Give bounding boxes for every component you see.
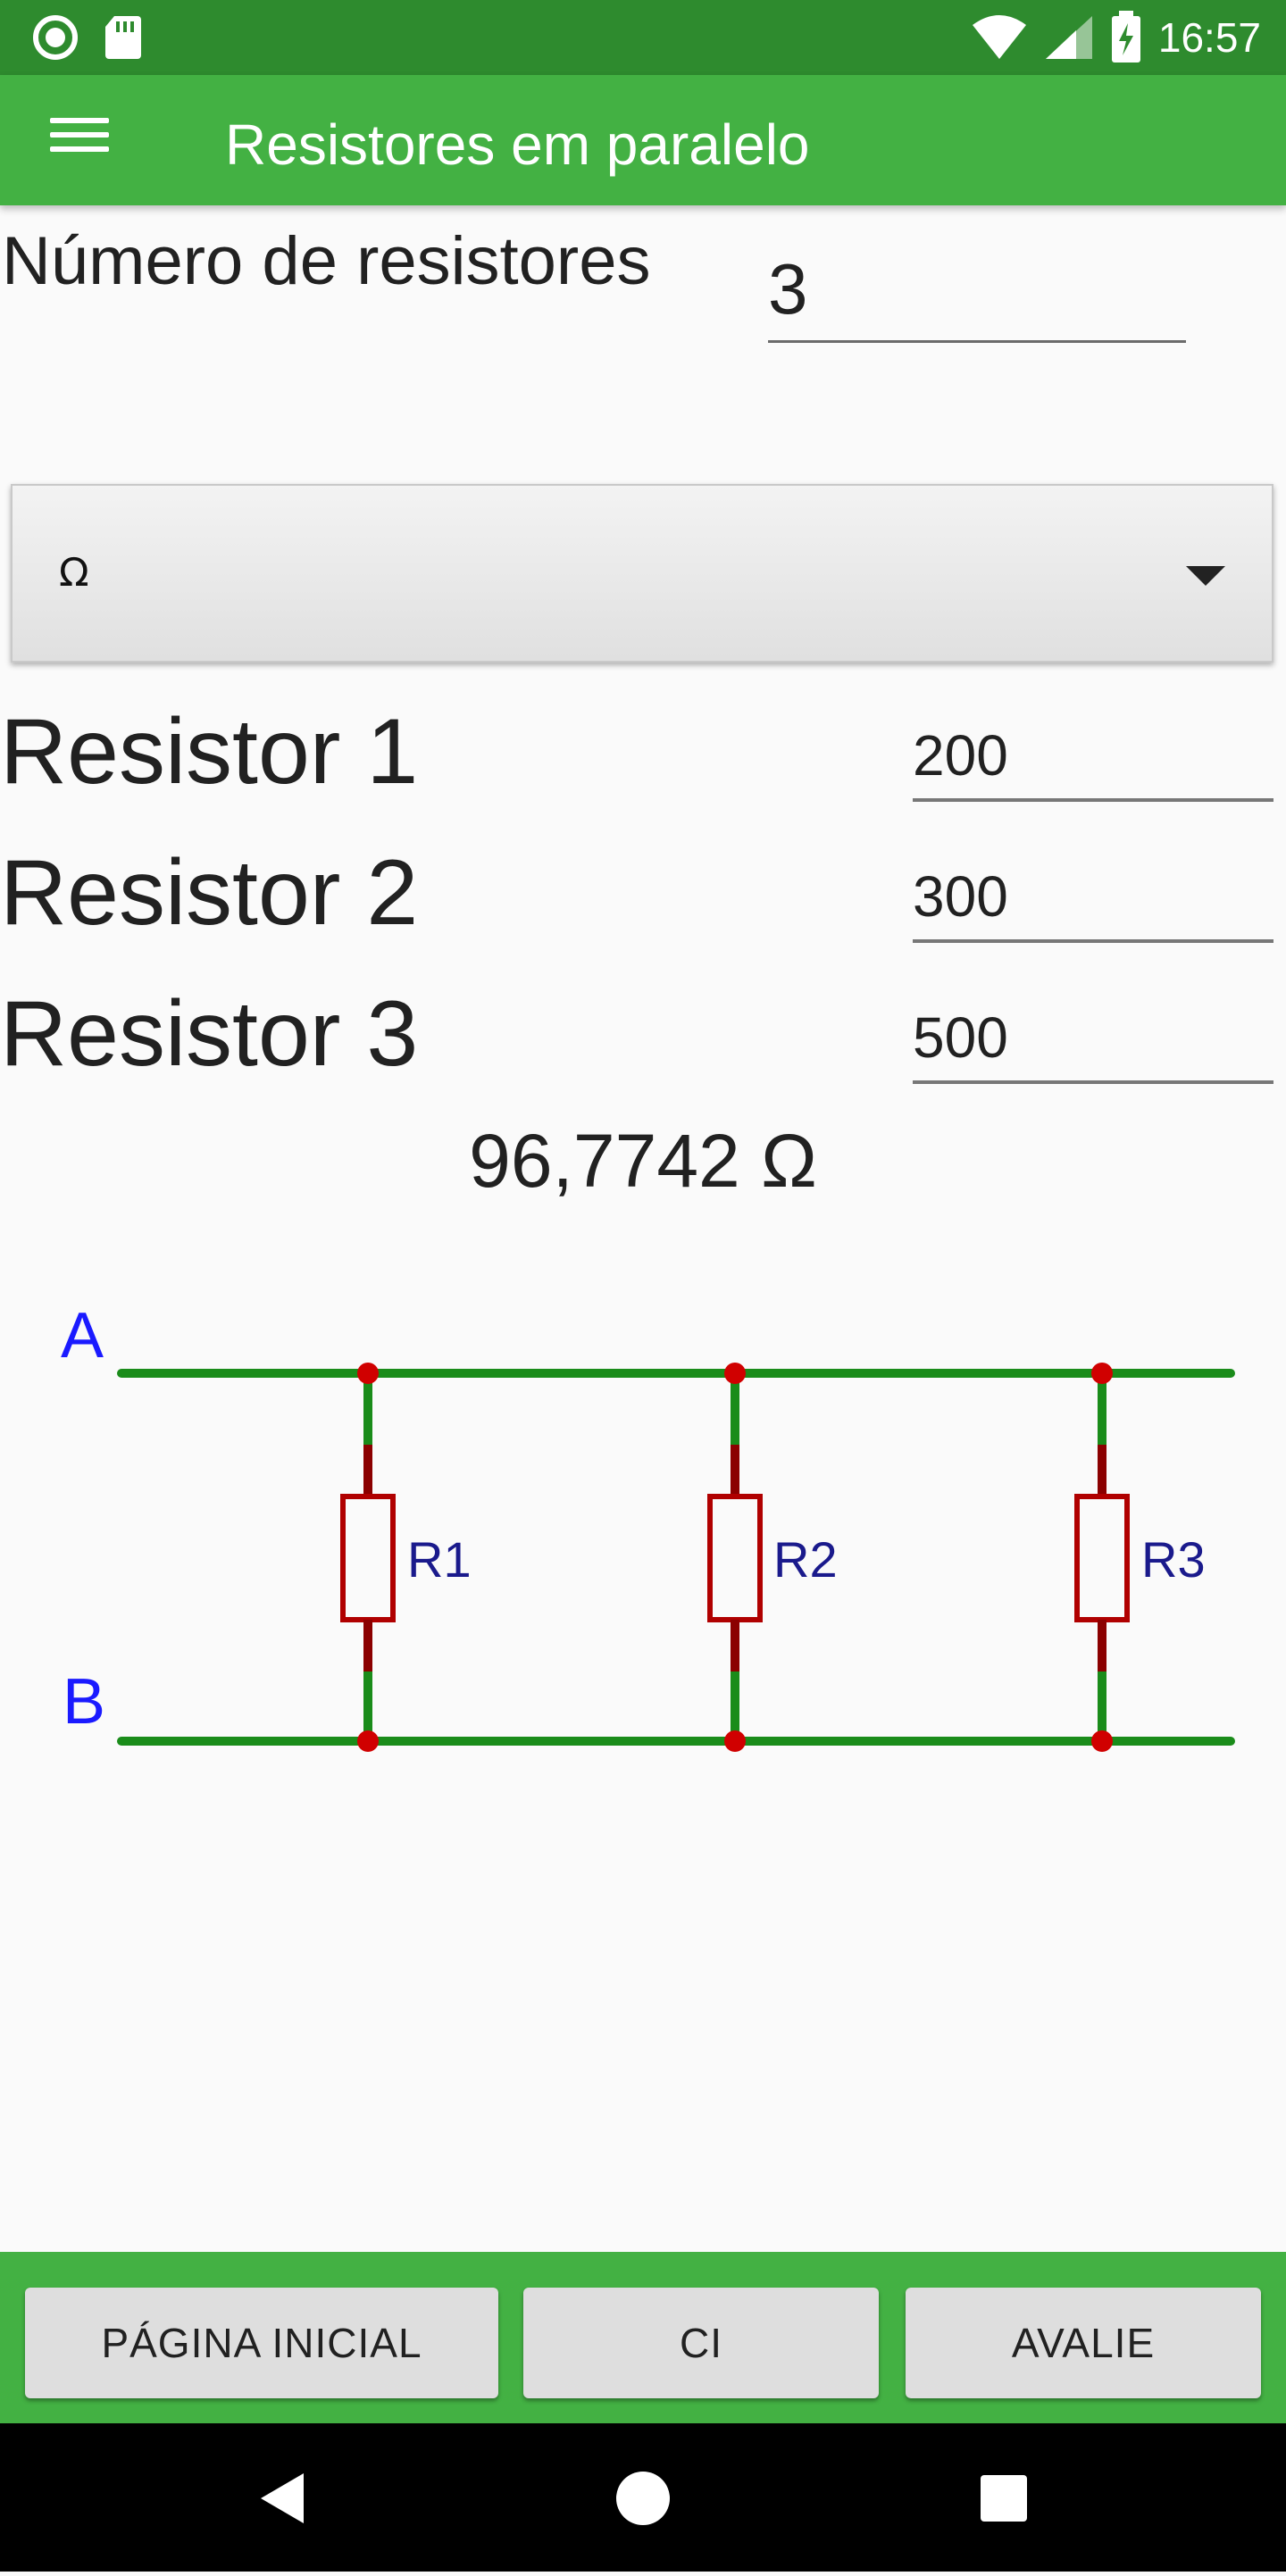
sd-card-icon [105,16,141,59]
resistor-3-label: Resistor 3 [0,982,419,1086]
node-a-label: A [61,1300,104,1371]
resistor-r3: R3 [1074,1363,1206,1752]
circle-notification-icon [33,15,78,60]
num-resistors-input[interactable] [768,238,1186,343]
hamburger-menu-icon[interactable] [50,111,125,170]
home-circle-icon[interactable] [554,2423,732,2572]
r2-label: R2 [773,1531,838,1588]
equivalent-resistance-result: 96,7742 Ω [469,1119,817,1203]
home-page-button[interactable]: PÁGINA INICIAL [25,2288,498,2398]
node-b-label: B [63,1666,105,1738]
resistor-r2: R2 [707,1363,838,1752]
unit-selected-value: Ω [59,550,89,596]
app-bar: Resistores em paralelo [0,75,1286,205]
wifi-icon [972,15,1026,59]
status-right-icons: 16:57 [971,11,1261,64]
cell-signal-icon [1045,16,1092,59]
resistor-2-input[interactable] [913,854,1273,943]
resistor-2-label: Resistor 2 [0,841,419,945]
status-bar: 16:57 [0,0,1286,75]
resistor-3-input[interactable] [913,995,1273,1084]
system-nav-bar [0,2423,1286,2572]
resistor-1-label: Resistor 1 [0,700,419,804]
unit-dropdown[interactable]: Ω [11,484,1273,663]
num-resistors-label: Número de resistores [2,223,651,299]
r3-label: R3 [1141,1531,1206,1588]
back-triangle-icon[interactable] [193,2423,372,2572]
resistor-r1: R1 [340,1363,472,1752]
parallel-circuit-diagram: A B R1 R2 R3 [61,1300,1235,1752]
recents-square-icon[interactable] [914,2423,1093,2572]
ci-button[interactable]: CI [523,2288,879,2398]
dropdown-arrow-icon [1186,566,1225,586]
status-left-icons [32,14,143,61]
battery-charging-icon [1111,11,1140,63]
page-title: Resistores em paralelo [225,113,810,177]
resistor-1-input[interactable] [913,713,1273,802]
rate-button[interactable]: AVALIE [906,2288,1261,2398]
bottom-button-bar: PÁGINA INICIAL CI AVALIE [0,2252,1286,2423]
status-time: 16:57 [1157,14,1261,61]
r1-label: R1 [407,1531,472,1588]
